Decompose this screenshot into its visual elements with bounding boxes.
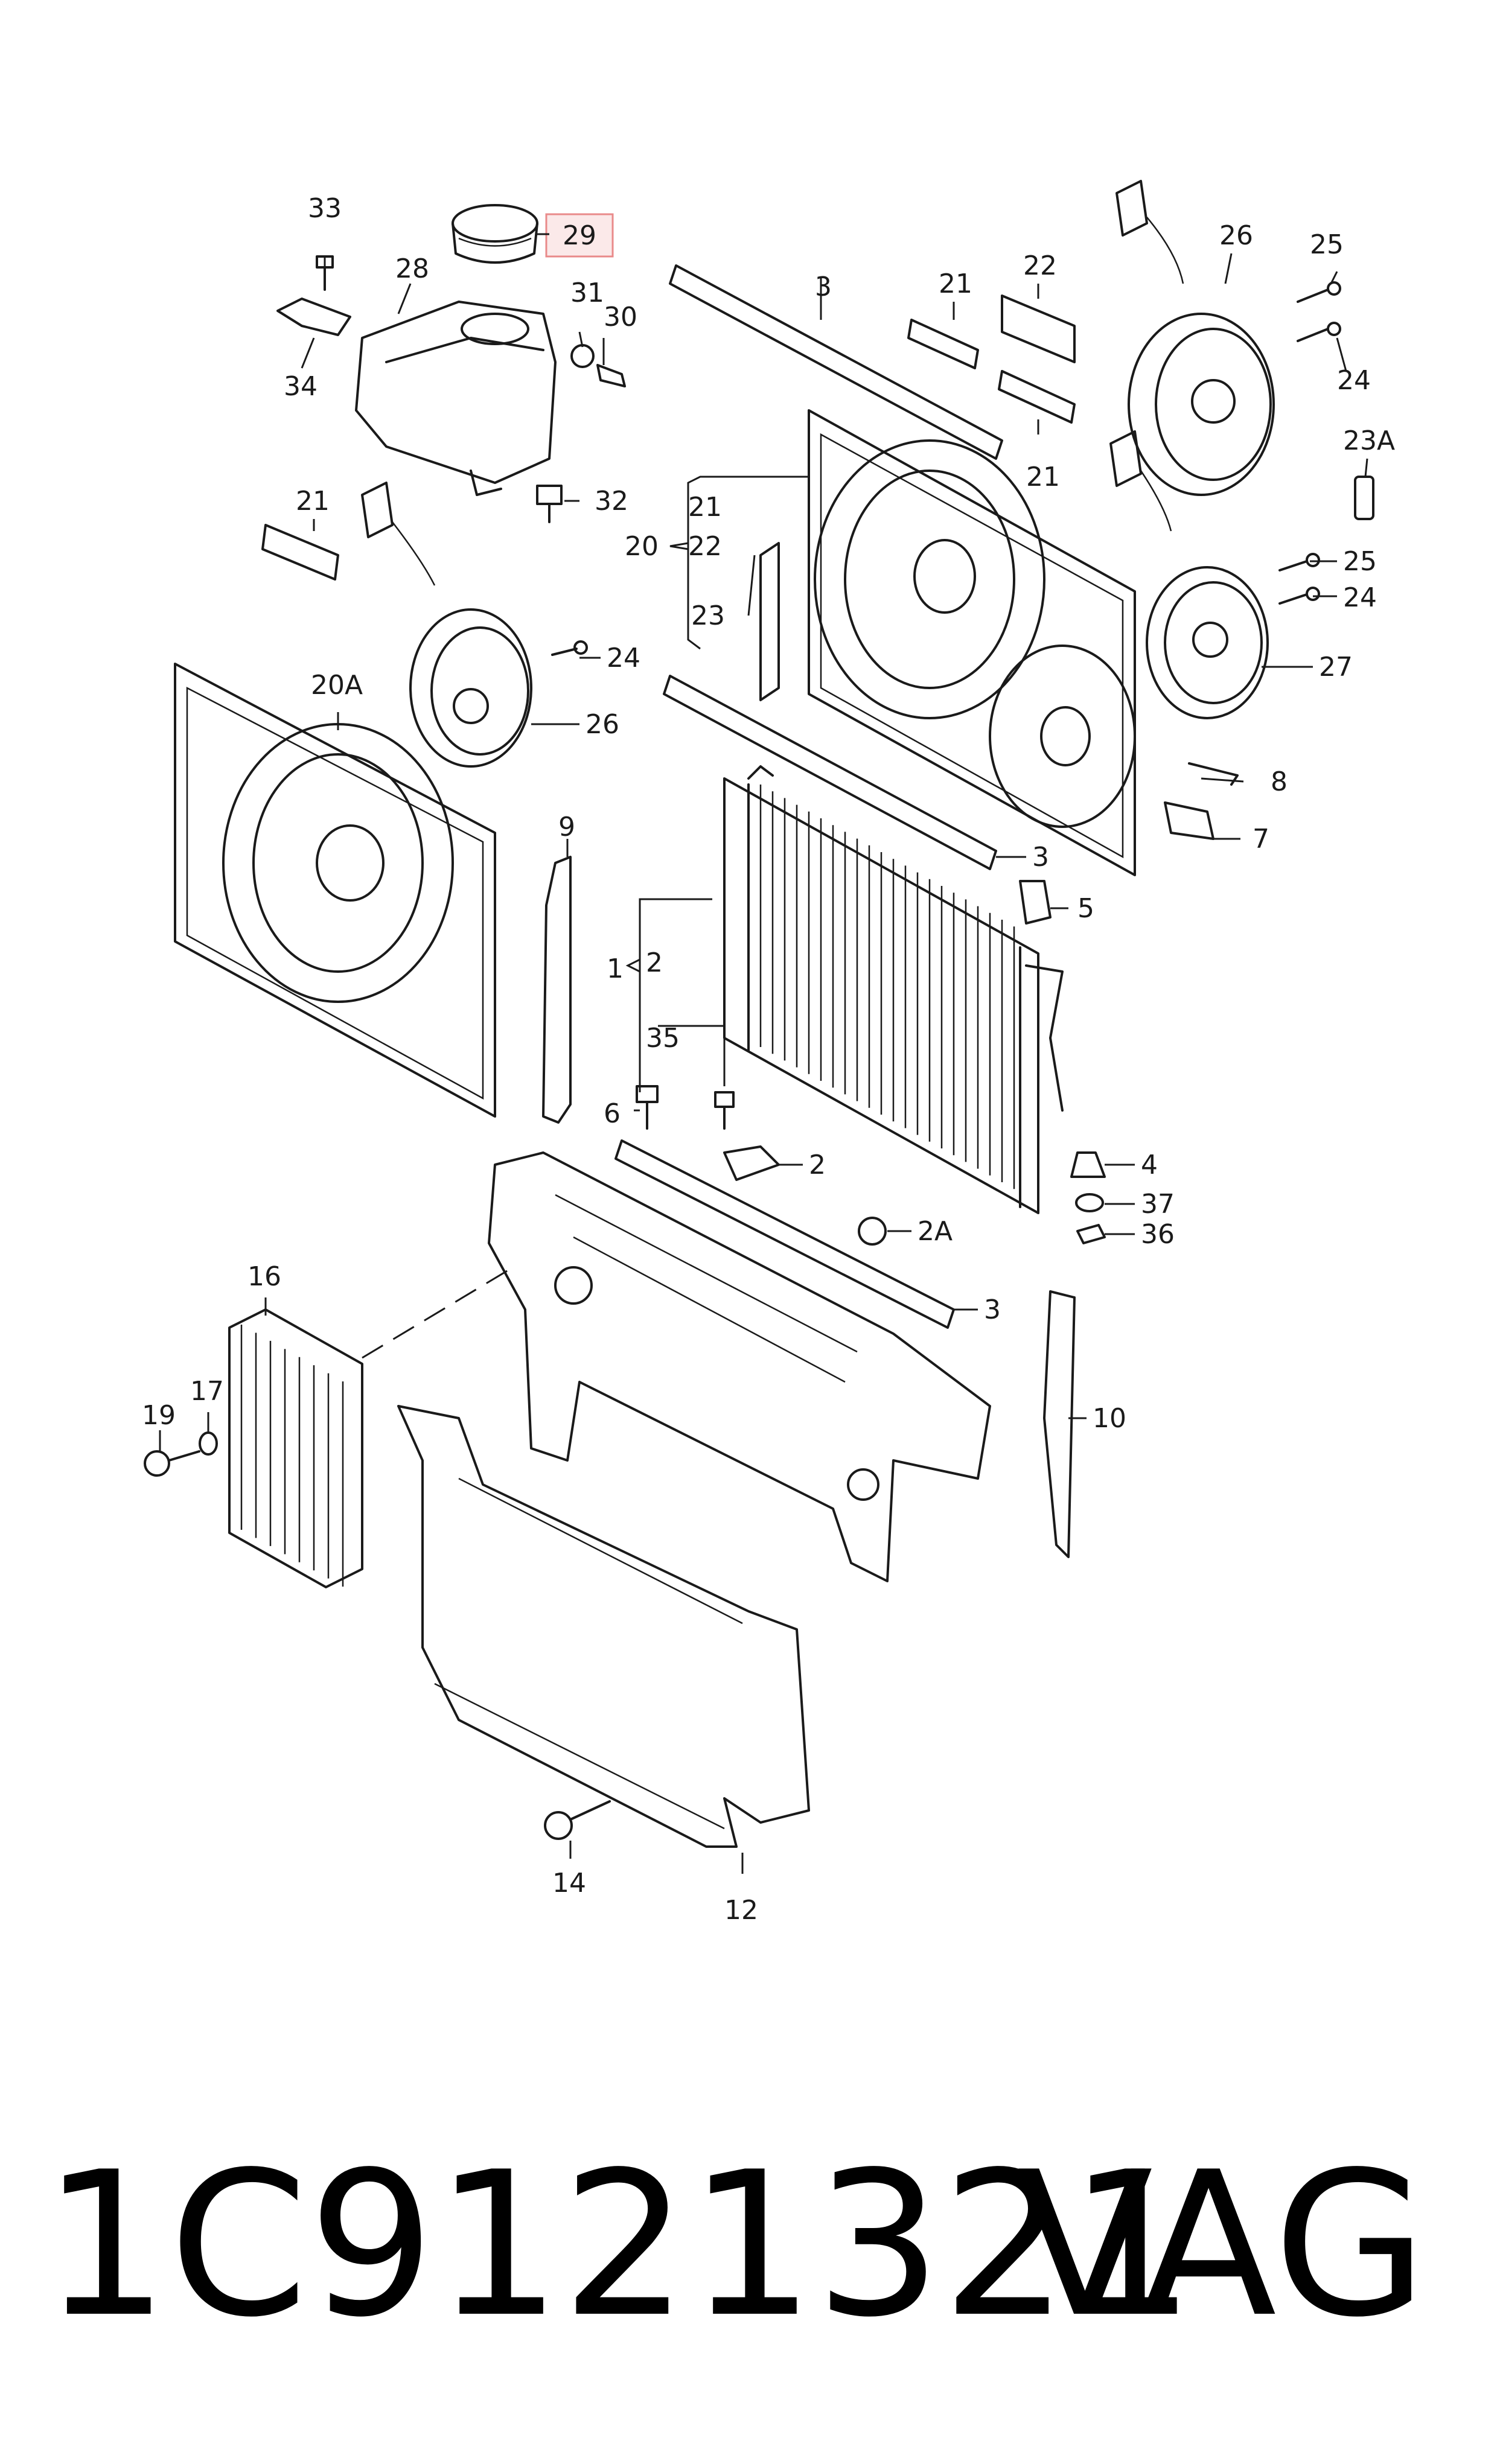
label-23: 23 [691,600,725,631]
clip-5 [1019,880,1052,925]
label-21-mid: 21 [1026,462,1060,492]
part-number: 1C9121321 [42,2129,1196,2361]
label-37: 37 [1141,1189,1175,1220]
label-27: 27 [1319,652,1353,683]
air-guide-9 [542,856,572,1124]
tank-cap[interactable] [452,204,538,264]
label-26-left: 26 [586,709,619,740]
seal-21-b [998,370,1076,424]
label-31: 31 [570,278,604,308]
fan-shroud-20a [174,663,496,1118]
label-7: 7 [1253,824,1269,855]
label-21-shroud: 21 [688,492,722,523]
seal-21-a [907,319,979,369]
label-33: 33 [308,193,342,224]
seal-23 [759,542,780,701]
label-22-top: 22 [1023,250,1057,281]
strip-3-bottom [614,1139,955,1329]
clip-36 [1076,1224,1106,1244]
bracket-7 [1164,801,1214,840]
fan-27 [1109,430,1269,719]
label-22-shroud: 22 [688,531,722,562]
label-1: 1 [607,953,624,984]
label-25-top: 25 [1310,229,1344,260]
strip-3-middle [663,675,997,870]
label-2: 2 [646,947,663,978]
radiator [723,765,1064,1214]
label-25-mid: 25 [1343,546,1377,577]
auxiliary-radiator [228,1308,363,1588]
bolt-32 [536,485,563,523]
screw-14 [544,1800,611,1840]
label-32: 32 [595,486,628,517]
label-21-top: 21 [939,269,972,299]
air-guide-10 [1043,1290,1076,1558]
washer-37 [1075,1193,1104,1212]
label-29: 29 [563,220,596,251]
seal-23a [1354,476,1374,520]
label-20: 20 [625,531,659,562]
mount-4 [1070,1151,1106,1178]
lock-carrier [488,1151,991,1582]
fan-26-left [361,482,532,768]
label-12: 12 [724,1895,758,1926]
label-9: 9 [558,812,575,842]
label-14: 14 [552,1868,586,1899]
label-34: 34 [284,371,318,402]
brand-name: VAG [1016,2129,1428,2361]
seal-22 [1001,294,1076,363]
label-30: 30 [604,302,637,333]
strip-3-top [669,264,1003,460]
bolt-35 [714,1091,735,1130]
bolt-6 [636,1085,659,1130]
fan-shroud-assembly [808,409,1136,876]
label-4: 4 [1141,1150,1158,1180]
label-36: 36 [1141,1219,1175,1250]
callout-labels: 29 33 28 31 30 34 32 3 21 22 21 26 25 24… [142,193,1395,1926]
lower-carrier [397,1405,810,1848]
label-23a: 23A [1343,425,1395,456]
label-6: 6 [604,1098,621,1129]
label-3-top: 3 [815,272,832,302]
label-8: 8 [1271,766,1288,797]
label-26-top: 26 [1219,220,1253,251]
leader-lines [159,233,1368,1874]
label-16: 16 [247,1261,281,1292]
label-24-mid: 24 [1343,582,1377,613]
label-24-top: 24 [1337,365,1371,396]
sensor-30-31 [570,344,626,387]
expansion-tank [355,301,557,496]
label-35: 35 [646,1023,680,1054]
bracket-2 [723,1145,780,1181]
label-2-bracket: 2 [809,1150,826,1180]
label-3-bottom: 3 [984,1294,1001,1325]
label-17: 17 [190,1376,224,1407]
fan-26-right [1115,180,1275,496]
label-21-left: 21 [296,486,330,517]
label-19: 19 [142,1400,176,1431]
label-28: 28 [395,253,429,284]
label-3-mid: 3 [1032,842,1049,873]
washer-17 [199,1431,218,1456]
seal-21-c [261,524,339,581]
grommet-2a [858,1217,887,1246]
highlight-box [545,213,614,258]
label-5: 5 [1077,893,1094,924]
label-20a: 20A [311,670,363,701]
label-10: 10 [1093,1403,1126,1434]
label-2a: 2A [918,1216,953,1247]
label-24-left: 24 [607,643,640,673]
bracket-34 [276,298,351,336]
screw-24-25 [551,281,1341,656]
bolt-19 [144,1450,200,1477]
